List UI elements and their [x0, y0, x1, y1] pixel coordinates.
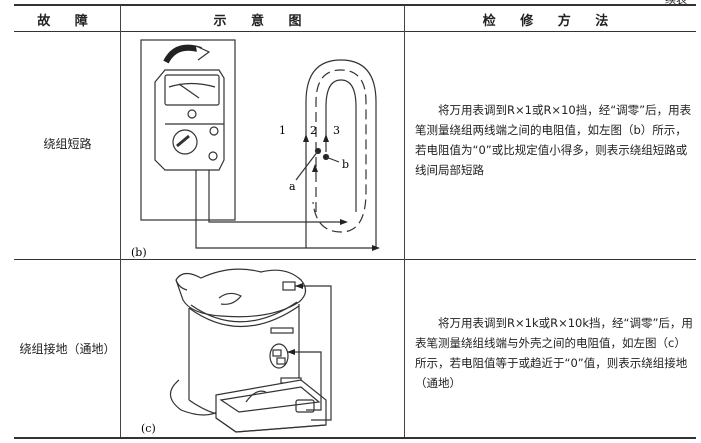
row-divider [14, 259, 696, 260]
point-label-b: b [342, 158, 349, 171]
figure-b-diagram: 1 2 3 a b (b) [131, 39, 380, 259]
header-bottom-border [14, 31, 696, 32]
winding-coil [305, 59, 377, 248]
column-divider-1 [120, 5, 121, 437]
table-top-border [14, 4, 696, 6]
figure-c-diagram: (c) [141, 268, 332, 435]
header-fault: 故 障 [37, 14, 98, 29]
compressor-icon [169, 268, 332, 433]
method-winding-short: 将万用表调到R×1或R×10挡，经“调零”后，用表笔测量绕组两线端之间的电阻值，… [415, 103, 692, 177]
method-winding-ground: 将万用表调到R×1k或R×10k挡，经“调零”后，用表笔测量绕组线端与外壳之间的… [415, 316, 693, 390]
header-method: 检 修 方 法 [482, 14, 619, 29]
continued-label: 续表 [665, 0, 687, 7]
figure-c-label: (c) [141, 422, 156, 435]
rotate-arrow-icon [163, 44, 202, 64]
multimeter-icon [154, 69, 225, 171]
path-label-2: 2 [310, 124, 317, 137]
header-diagram: 示 意 图 [213, 14, 312, 29]
path-label-3: 3 [333, 124, 340, 137]
fault-winding-short: 绕组短路 [43, 137, 92, 151]
figure-b-label: (b) [131, 246, 147, 259]
fault-winding-ground: 绕组接地（通地） [19, 342, 116, 356]
point-label-a: a [289, 180, 296, 193]
path-label-1: 1 [279, 124, 286, 137]
column-divider-2 [404, 5, 405, 437]
table-bottom-border [14, 437, 696, 439]
figure-b-frame [140, 39, 236, 221]
